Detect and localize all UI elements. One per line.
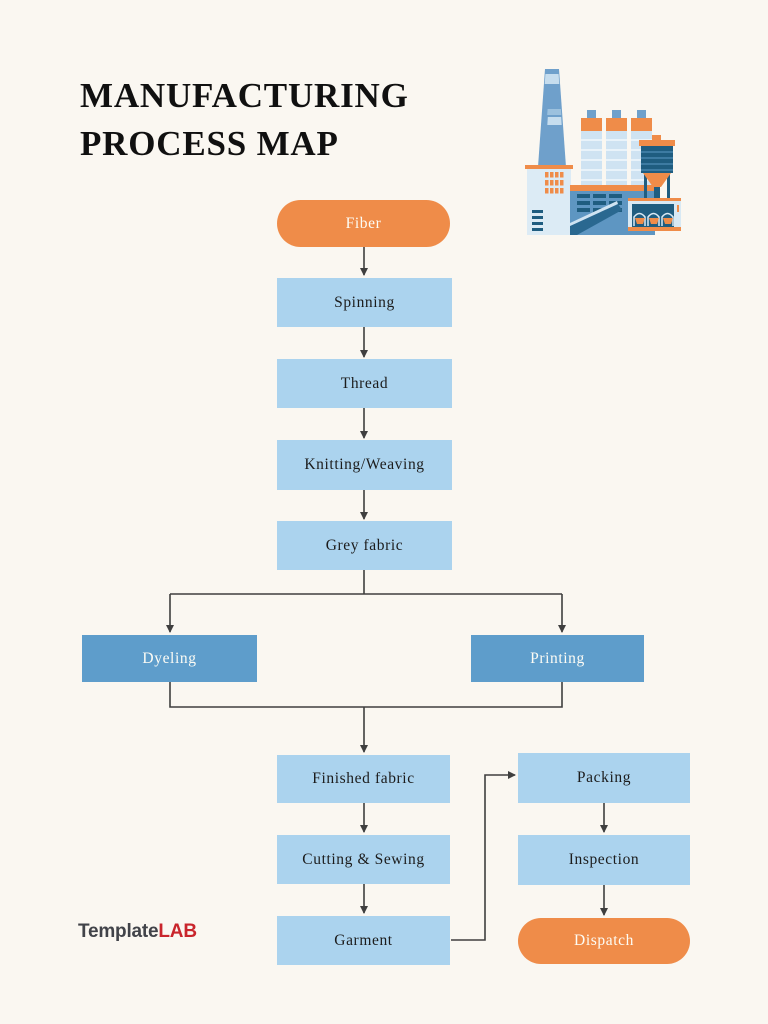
page-title-line2: PROCESS MAP xyxy=(80,124,339,163)
node-printing: Printing xyxy=(471,635,644,682)
node-cutting-sewing: Cutting & Sewing xyxy=(277,835,450,884)
node-dyeling: Dyeling xyxy=(82,635,257,682)
node-fiber: Fiber xyxy=(277,200,450,247)
node-packing: Packing xyxy=(518,753,690,803)
page-title: MANUFACTURING PROCESS MAP xyxy=(80,72,409,168)
node-finished-fabric: Finished fabric xyxy=(277,755,450,803)
node-dispatch: Dispatch xyxy=(518,918,690,964)
node-inspection: Inspection xyxy=(518,835,690,885)
templatelab-logo: TemplateLAB xyxy=(78,921,197,943)
page-title-line1: MANUFACTURING xyxy=(80,76,409,115)
logo-text-template: Template xyxy=(78,921,159,942)
node-spinning: Spinning xyxy=(277,278,452,327)
node-knitting-weaving: Knitting/Weaving xyxy=(277,440,452,490)
logo-text-lab: LAB xyxy=(158,921,197,942)
node-garment: Garment xyxy=(277,916,450,965)
node-grey-fabric: Grey fabric xyxy=(277,521,452,570)
factory-icon xyxy=(525,69,681,235)
node-thread: Thread xyxy=(277,359,452,408)
